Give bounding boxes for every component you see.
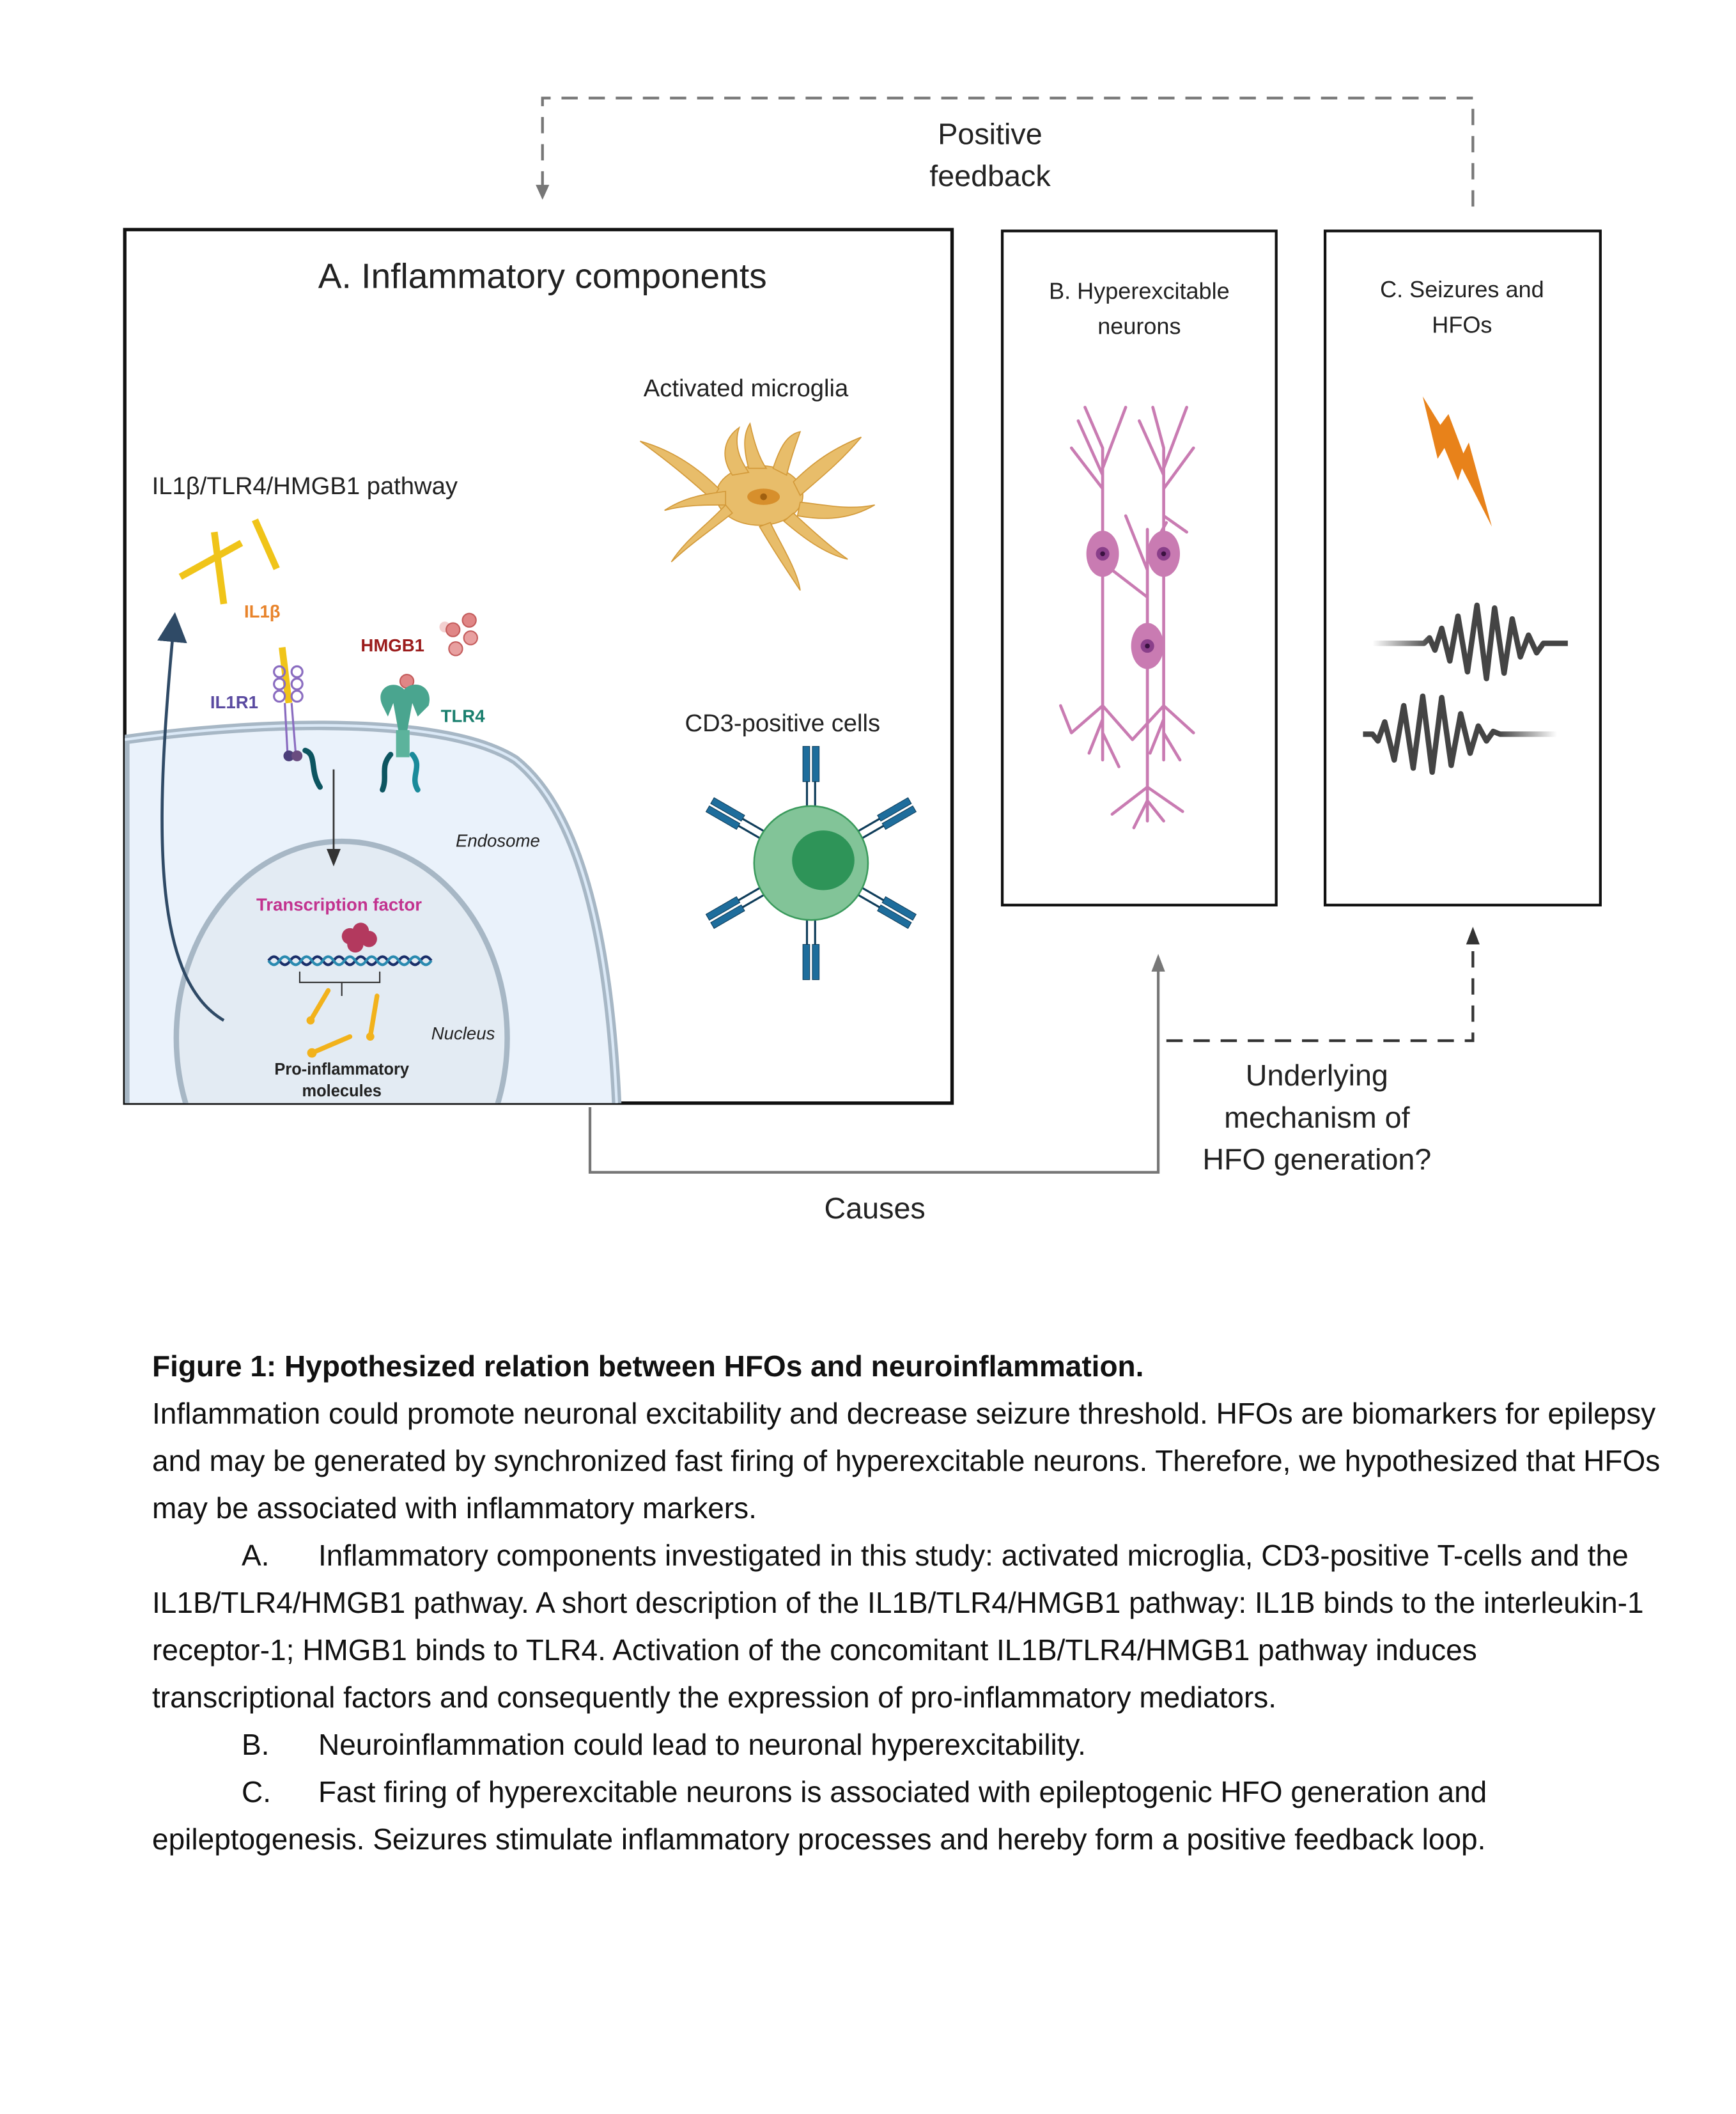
transcription-factor-icon bbox=[341, 922, 377, 953]
caption-intro: Inflammation could promote neuronal exci… bbox=[152, 1397, 1661, 1525]
caption-item-b-text: Neuroinflammation could lead to neuronal… bbox=[318, 1728, 1086, 1761]
feedback-label-line1: Positive bbox=[938, 117, 1042, 150]
pro-inflammatory-label-line2: molecules bbox=[302, 1082, 382, 1100]
caption-item-b: B. Neuroinflammation could lead to neuron… bbox=[152, 1721, 1661, 1768]
caption-item-a-letter: A. bbox=[242, 1539, 270, 1572]
panel-b-title-line2: neurons bbox=[1097, 313, 1181, 339]
caption-item-b-letter: B. bbox=[242, 1728, 270, 1761]
transcription-factor-label: Transcription factor bbox=[256, 894, 422, 914]
causes-label: Causes bbox=[824, 1192, 925, 1225]
hfo-wave-1-icon bbox=[1372, 602, 1568, 681]
mechanism-arrow bbox=[1166, 926, 1480, 1043]
hmgb1-label: HMGB1 bbox=[360, 635, 424, 655]
microglia-title: Activated microglia bbox=[644, 375, 849, 402]
feedback-label-line2: feedback bbox=[929, 159, 1051, 192]
mechanism-label-line2: mechanism of bbox=[1224, 1101, 1411, 1134]
nucleus-label: Nucleus bbox=[431, 1023, 495, 1043]
positive-feedback-arrow bbox=[536, 97, 1475, 207]
mechanism-label-line1: Underlying bbox=[1246, 1059, 1388, 1092]
cd3-positive-cell-icon bbox=[705, 746, 917, 981]
caption-item-a: A.Inflammatory components investigated i… bbox=[152, 1532, 1661, 1721]
panel-c-seizures-hfos: C. Seizures and HFOs bbox=[1323, 229, 1602, 906]
pathway-title: IL1β/TLR4/HMGB1 pathway bbox=[152, 472, 458, 500]
nucleus bbox=[173, 838, 510, 1103]
mechanism-label-line3: HFO generation? bbox=[1202, 1143, 1431, 1176]
caption-item-a-text: Inflammatory components investigated in … bbox=[152, 1539, 1644, 1714]
tlr4-label: TLR4 bbox=[441, 706, 486, 726]
il1r1-label: IL1R1 bbox=[210, 692, 258, 712]
panel-a-inflammatory-components: A. Inflammatory components IL1β/TLR4/HMG… bbox=[123, 228, 954, 1105]
pro-inflammatory-label-line1: Pro-inflammatory bbox=[274, 1061, 410, 1078]
caption-item-c-letter: C. bbox=[242, 1775, 271, 1808]
hfo-wave-2-icon bbox=[1363, 693, 1557, 775]
caption-item-c: C.Fast firing of hyperexcitable neurons … bbox=[152, 1768, 1661, 1863]
endosome-label: Endosome bbox=[456, 831, 540, 851]
causes-arrow bbox=[588, 954, 1165, 1174]
panel-c-title-line1: C. Seizures and bbox=[1380, 276, 1544, 302]
cd3-title: CD3-positive cells bbox=[685, 710, 881, 737]
neurons-icon bbox=[1058, 405, 1195, 830]
activated-microglia-icon bbox=[640, 422, 876, 591]
dna-icon bbox=[267, 955, 433, 997]
panel-b-title-line1: B. Hyperexcitable bbox=[1049, 277, 1230, 304]
hmgb1-molecules-icon bbox=[399, 612, 478, 689]
secretion-arrow bbox=[157, 612, 225, 1022]
caption-item-c-text: Fast firing of hyperexcitable neurons is… bbox=[152, 1775, 1487, 1856]
figure-caption: Figure 1: Hypothesized relation between … bbox=[152, 1342, 1661, 1863]
panel-b-hyperexcitable-neurons: B. Hyperexcitable neurons bbox=[1000, 229, 1278, 906]
lightning-bolt-icon bbox=[1422, 396, 1492, 527]
il1b-molecules-icon bbox=[178, 518, 293, 704]
panel-a-title: A. Inflammatory components bbox=[318, 256, 767, 295]
pro-inflammatory-molecules-icon bbox=[306, 988, 380, 1058]
panel-c-title-line2: HFOs bbox=[1432, 311, 1492, 338]
il1r1-receptor-icon bbox=[273, 665, 323, 790]
neuron-somas-icon bbox=[1086, 531, 1181, 669]
il1b-label: IL1β bbox=[244, 602, 281, 621]
caption-title: Figure 1: Hypothesized relation between … bbox=[152, 1349, 1144, 1383]
tlr4-receptor-icon bbox=[380, 684, 430, 793]
